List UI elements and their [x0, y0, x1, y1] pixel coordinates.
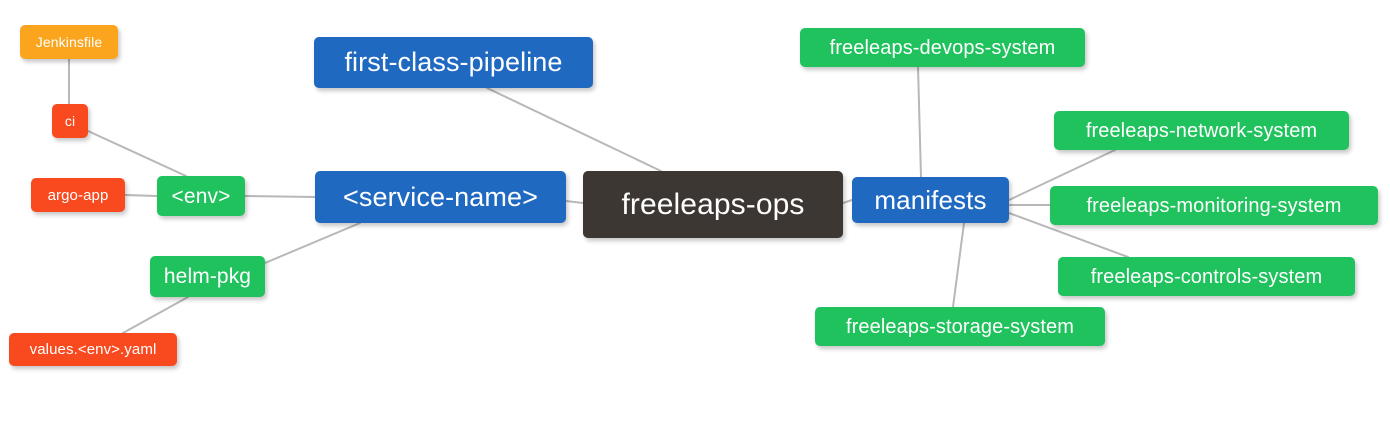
mindmap-edge-env-to-service-name: [244, 195, 316, 198]
mindmap-edge-pipeline-to-freeleaps-ops: [486, 87, 662, 172]
mindmap-edge-freeleaps-ops-to-manifests: [842, 199, 853, 204]
mindmap-node-helm-pkg[interactable]: helm-pkg: [150, 256, 265, 297]
mindmap-node-env[interactable]: <env>: [157, 176, 245, 216]
mindmap-node-label-service-name: <service-name>: [343, 181, 538, 212]
mindmap-node-pipeline[interactable]: first-class-pipeline: [314, 37, 593, 88]
mindmap-node-label-values-yaml: values.<env>.yaml: [29, 341, 157, 358]
mindmap-node-storage-sys[interactable]: freeleaps-storage-system: [815, 307, 1105, 346]
mindmap-node-ci[interactable]: ci: [52, 104, 88, 138]
mindmap-node-controls-sys[interactable]: freeleaps-controls-system: [1058, 257, 1355, 296]
mindmap-node-devops-sys[interactable]: freeleaps-devops-system: [800, 28, 1085, 67]
mindmap-node-label-env: <env>: [171, 184, 231, 208]
mindmap-node-label-controls-sys: freeleaps-controls-system: [1090, 265, 1323, 288]
mindmap-edge-helm-pkg-to-values-yaml: [122, 296, 189, 334]
mindmap-node-jenkinsfile[interactable]: Jenkinsfile: [20, 25, 118, 59]
mindmap-node-label-pipeline: first-class-pipeline: [344, 47, 563, 77]
mindmap-node-label-storage-sys: freeleaps-storage-system: [845, 315, 1075, 338]
mindmap-edge-manifests-to-devops-sys: [917, 66, 922, 178]
mindmap-node-label-freeleaps-ops: freeleaps-ops: [621, 187, 805, 221]
mindmap-node-network-sys[interactable]: freeleaps-network-system: [1054, 111, 1349, 150]
mindmap-node-monitoring-sys[interactable]: freeleaps-monitoring-system: [1050, 186, 1378, 225]
mindmap-node-label-devops-sys: freeleaps-devops-system: [829, 36, 1056, 59]
mindmap-edge-argo-app-to-env: [124, 194, 158, 197]
mindmap-node-label-manifests: manifests: [874, 185, 987, 215]
mindmap-edge-service-name-to-helm-pkg: [264, 222, 361, 264]
mindmap-node-label-ci: ci: [64, 113, 76, 129]
mindmap-node-label-helm-pkg: helm-pkg: [163, 265, 252, 288]
mindmap-edge-service-name-to-freeleaps-ops: [565, 200, 584, 204]
mindmap-node-label-jenkinsfile: Jenkinsfile: [35, 34, 103, 50]
mindmap-node-label-monitoring-sys: freeleaps-monitoring-system: [1086, 194, 1342, 217]
mindmap-node-argo-app[interactable]: argo-app: [31, 178, 125, 212]
mindmap-node-label-network-sys: freeleaps-network-system: [1085, 119, 1318, 142]
mindmap-node-service-name[interactable]: <service-name>: [315, 171, 566, 223]
mindmap-edge-manifests-to-storage-sys: [952, 222, 965, 308]
mindmap-node-label-argo-app: argo-app: [47, 186, 109, 204]
mindmap-node-freeleaps-ops[interactable]: freeleaps-ops: [583, 171, 843, 238]
mindmap-node-values-yaml[interactable]: values.<env>.yaml: [9, 333, 177, 366]
mindmap-node-manifests[interactable]: manifests: [852, 177, 1009, 223]
mindmap-edge-ci-to-env: [87, 130, 187, 177]
